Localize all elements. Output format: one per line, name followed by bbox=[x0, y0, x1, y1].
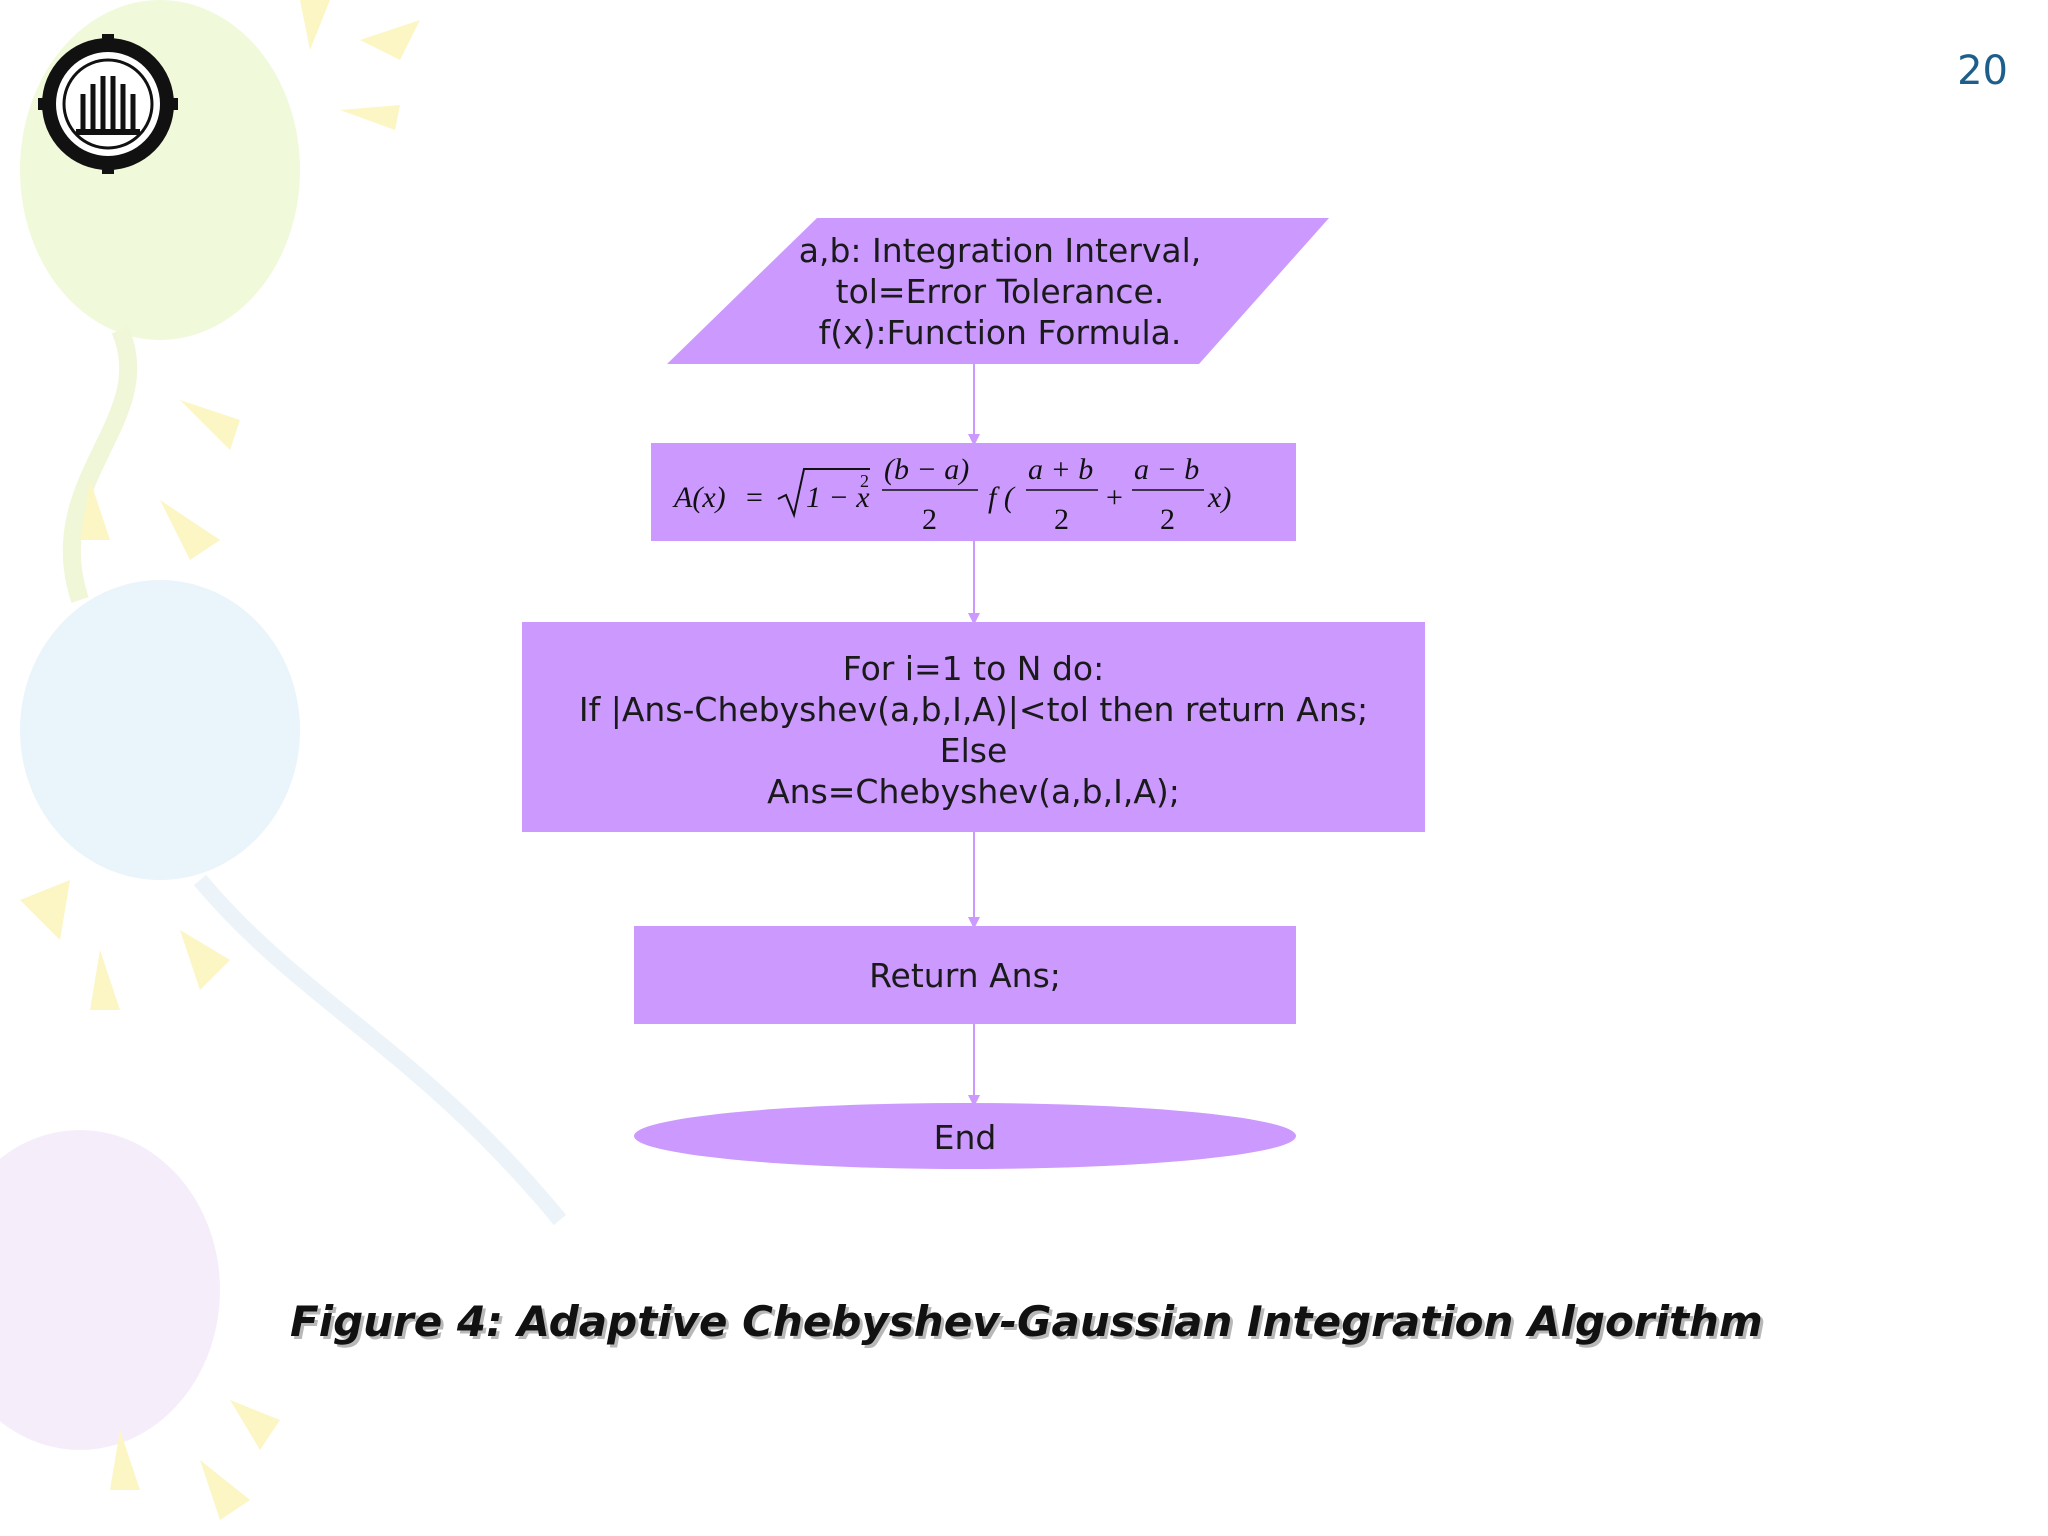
loop-line-4: Ans=Chebyshev(a,b,I,A); bbox=[767, 772, 1180, 811]
balloon-blue bbox=[20, 580, 300, 880]
formula-tail: x) bbox=[1207, 481, 1231, 514]
page-number: 20 bbox=[1957, 48, 2008, 94]
formula-box bbox=[651, 443, 1296, 541]
frac3-den: 2 bbox=[1160, 503, 1175, 536]
figure-caption: Figure 4: Adaptive Chebyshev-Gaussian In… bbox=[290, 1297, 1763, 1346]
input-label: a,b: Integration Interval, tol=Error Tol… bbox=[720, 230, 1280, 353]
formula-sqrt-body: 1 − x bbox=[806, 481, 870, 514]
loop-line-1: For i=1 to N do: bbox=[842, 649, 1105, 688]
formula-exp: 2 bbox=[860, 471, 869, 491]
frac2-num: a + b bbox=[1028, 453, 1093, 486]
formula-f: f ( bbox=[988, 481, 1016, 514]
loop-line-2: If |Ans-Chebyshev(a,b,I,A)|<tol then ret… bbox=[578, 690, 1369, 729]
formula-expression: A(x) = 1 − x 2 (b − a) 2 f ( a + b 2 + a… bbox=[672, 453, 1231, 536]
return-box bbox=[634, 926, 1296, 1024]
yellow-rays bbox=[20, 0, 420, 1520]
formula-plus: + bbox=[1106, 481, 1123, 514]
loop-box bbox=[522, 622, 1425, 832]
loop-label: For i=1 to N do: If |Ans-Chebyshev(a,b,I… bbox=[522, 648, 1425, 812]
frac2-den: 2 bbox=[1054, 503, 1069, 536]
frac1-den: 2 bbox=[922, 503, 937, 536]
balloon-green-string bbox=[62, 326, 138, 603]
loop-line-3: Else bbox=[939, 731, 1008, 770]
input-line-1: a,b: Integration Interval, bbox=[798, 231, 1202, 270]
formula-eq: = bbox=[746, 481, 763, 514]
frac1-num: (b − a) bbox=[884, 453, 969, 486]
frac3-num: a − b bbox=[1134, 453, 1199, 486]
return-label: Return Ans; bbox=[869, 956, 1061, 995]
university-logo-seal bbox=[38, 34, 178, 174]
balloon-purple bbox=[0, 1130, 220, 1450]
input-line-2: tol=Error Tolerance. bbox=[835, 272, 1165, 311]
end-label: End bbox=[933, 1118, 997, 1157]
formula-lhs: A(x) bbox=[672, 481, 726, 514]
balloon-blue-string bbox=[193, 874, 567, 1226]
input-parallelogram bbox=[667, 218, 1329, 364]
input-line-3: f(x):Function Formula. bbox=[818, 313, 1182, 352]
sqrt-symbol bbox=[777, 468, 870, 519]
end-ellipse bbox=[634, 1103, 1296, 1169]
